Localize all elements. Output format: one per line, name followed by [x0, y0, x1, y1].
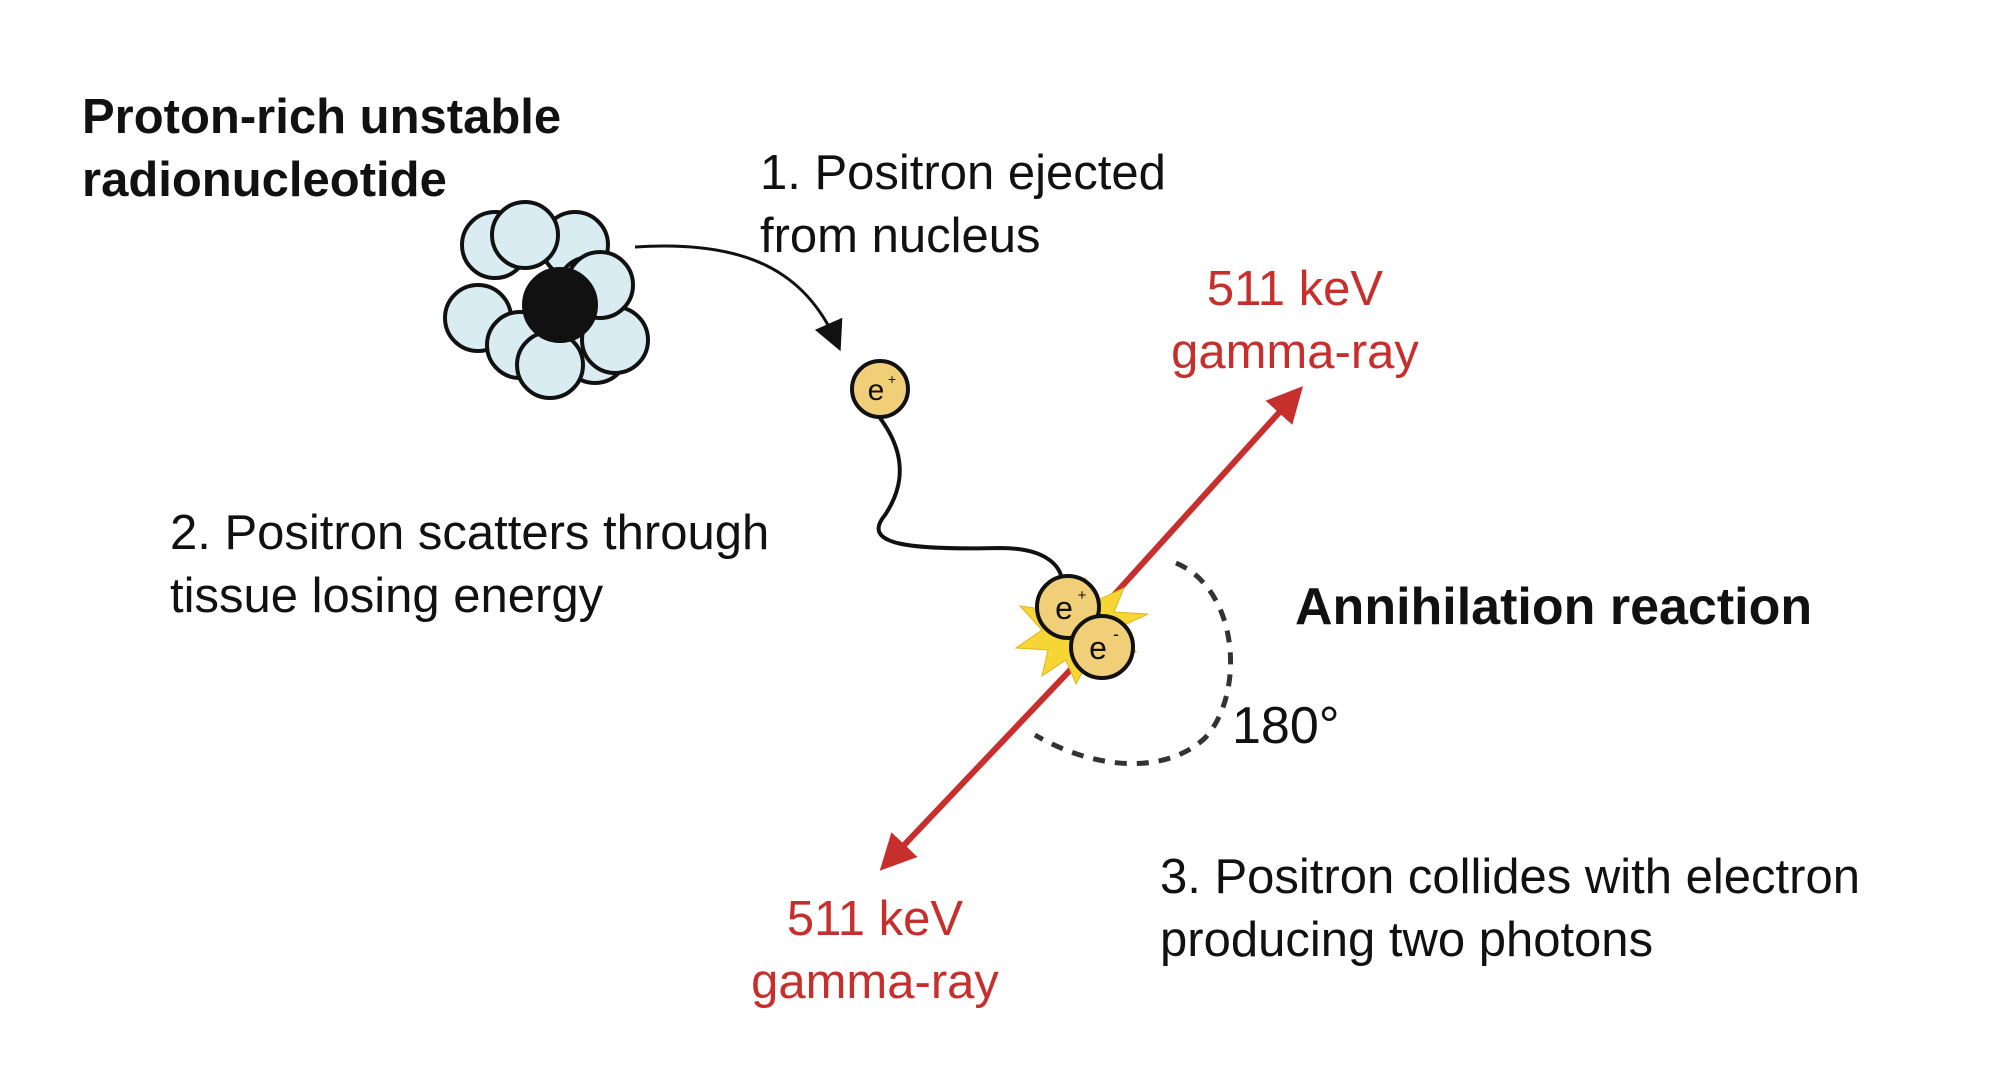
scatter-path — [876, 416, 1064, 581]
step1-label: 1. Positron ejected from nucleus — [760, 142, 1166, 268]
title-line-1: Proton-rich unstable — [82, 90, 562, 144]
positron-collision-charge: + — [1078, 587, 1087, 604]
gamma-bottom-line-1: 511 keV — [786, 892, 964, 946]
angle-label: 180° — [1232, 697, 1340, 755]
step1-line-1: 1. Positron ejected — [760, 146, 1166, 200]
step2-label: 2. Positron scatters through tissue losi… — [170, 502, 769, 628]
gamma-ray-down-arrow — [879, 662, 1078, 871]
annihilation-label: Annihilation reaction — [1295, 578, 1813, 636]
ejection-arrow — [634, 244, 843, 352]
positron-symbol: e — [868, 374, 885, 407]
electron-charge: - — [1113, 624, 1119, 644]
gamma-top-label: 511 keV gamma-ray — [1115, 258, 1475, 384]
gamma-bottom-line-2: gamma-ray — [751, 955, 999, 1010]
step2-line-1: 2. Positron scatters through — [170, 506, 770, 560]
electron-symbol: e — [1089, 630, 1107, 666]
positron-charge: + — [888, 371, 896, 387]
gamma-ray-up-arrow — [1102, 386, 1304, 608]
step2-line-2: tissue losing energy — [170, 569, 604, 624]
title-label: Proton-rich unstable radionucleotide — [82, 86, 561, 212]
step3-line-1: 3. Positron collides with electron — [1160, 850, 1860, 904]
gamma-top-line-2: gamma-ray — [1171, 325, 1419, 380]
step3-line-2: producing two photons — [1160, 913, 1654, 968]
positron-collision-symbol: e — [1055, 590, 1073, 626]
angle-arc — [1033, 560, 1233, 766]
title-line-2: radionucleotide — [82, 153, 447, 208]
positron-ejected-icon: e + — [850, 359, 910, 419]
electron-icon: e - — [1069, 614, 1135, 680]
gamma-top-line-1: 511 keV — [1206, 262, 1384, 316]
step3-label: 3. Positron collides with electron produ… — [1160, 846, 1860, 972]
nucleus-icon — [443, 200, 650, 400]
step1-line-2: from nucleus — [760, 209, 1041, 264]
gamma-bottom-label: 511 keV gamma-ray — [695, 888, 1055, 1014]
